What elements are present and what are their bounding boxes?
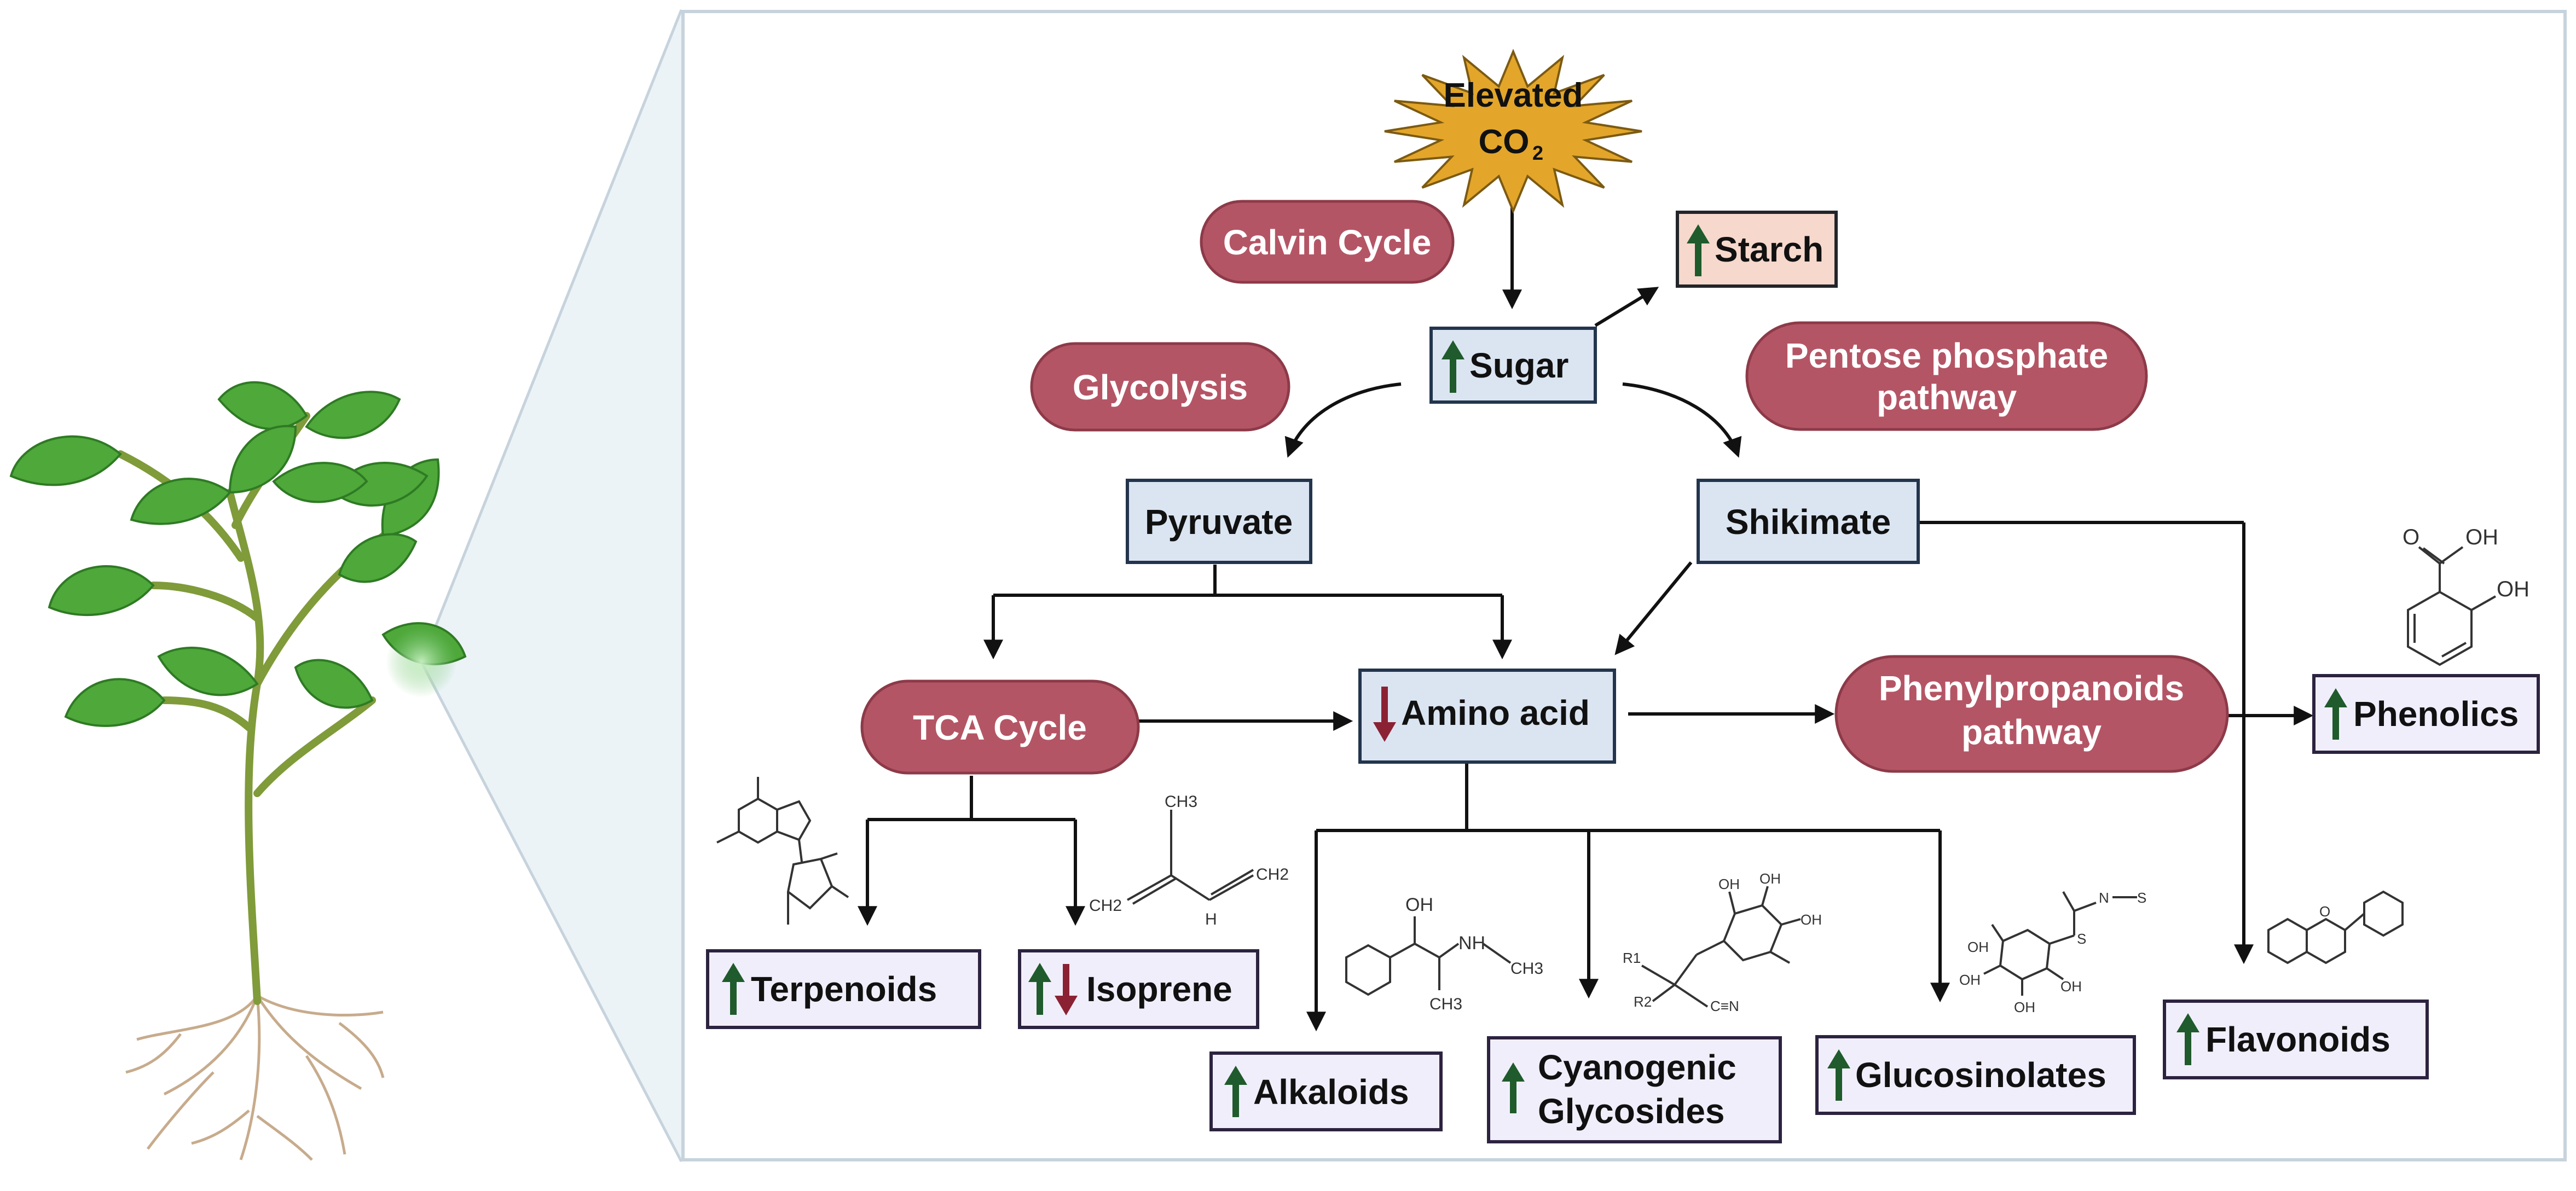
mol-label-r2: R2 bbox=[1634, 994, 1652, 1010]
mol-label-oh: OH bbox=[2497, 577, 2529, 601]
cyanogenic-label-line1: Cyanogenic bbox=[1538, 1048, 1736, 1087]
node-pyruvate: Pyruvate bbox=[1126, 479, 1312, 564]
starburst-icon bbox=[1384, 49, 1642, 214]
glycolysis-label: Glycolysis bbox=[1073, 368, 1248, 407]
mol-label-ch3: CH3 bbox=[1510, 960, 1543, 978]
tca-label: TCA Cycle bbox=[913, 708, 1087, 747]
flavonoids-label: Flavonoids bbox=[2205, 1020, 2390, 1059]
output-terpenoids: Terpenoids bbox=[706, 949, 981, 1029]
isoprene-label: Isoprene bbox=[1086, 969, 1232, 1009]
arrow-sugar-pyruvate bbox=[1284, 382, 1402, 458]
mol-label-oh: OH bbox=[2465, 525, 2498, 549]
amino-acid-label: Amino acid bbox=[1401, 693, 1590, 733]
alkaloids-label: Alkaloids bbox=[1253, 1072, 1409, 1112]
molecule-flavan: O bbox=[2267, 890, 2404, 965]
arrow-sugar-starch bbox=[1594, 287, 1659, 327]
zoom-focus bbox=[386, 626, 457, 698]
mol-label-s: S bbox=[2077, 931, 2086, 947]
down-arrow-icon bbox=[1055, 964, 1078, 1015]
molecule-isoprene: CH3 CH2 CH2 H bbox=[1089, 793, 1289, 928]
node-starch: Starch bbox=[1676, 211, 1838, 288]
co2-label-line1: Elevated bbox=[1443, 77, 1583, 114]
diagram-panel bbox=[681, 10, 2567, 1161]
phenolics-label: Phenolics bbox=[2353, 694, 2519, 734]
mol-label-s: S bbox=[2137, 890, 2146, 906]
sugar-label: Sugar bbox=[1469, 346, 1568, 385]
pathway-phenylpropanoids: Phenylpropanoids pathway bbox=[1834, 655, 2229, 773]
molecule-alkaloid: OH NH CH3 CH3 bbox=[1345, 894, 1543, 1013]
cyanogenic-label-line2: Glycosides bbox=[1538, 1091, 1725, 1131]
elevated-co2-node: Elevated CO 2 bbox=[1384, 49, 1642, 214]
output-glucosinolates: Glucosinolates bbox=[1815, 1035, 2136, 1115]
up-arrow-icon bbox=[1028, 963, 1051, 1015]
co2-subscript: 2 bbox=[1532, 142, 1543, 164]
mol-label-ch3: CH3 bbox=[1165, 793, 1197, 811]
pathway-tca: TCA Cycle bbox=[860, 679, 1140, 775]
output-phenolics: Phenolics bbox=[2312, 674, 2540, 754]
arrow-sugar-shikimate bbox=[1622, 382, 1742, 458]
mol-label-ch2: CH2 bbox=[1089, 897, 1122, 915]
output-alkaloids: Alkaloids bbox=[1209, 1051, 1443, 1131]
mol-label-h: H bbox=[1205, 910, 1217, 928]
up-arrow-icon bbox=[1502, 1062, 1525, 1113]
plant-icon bbox=[9, 9, 683, 1163]
mol-label-oh: OH bbox=[1801, 911, 1822, 928]
mol-label-oh: OH bbox=[1967, 939, 1989, 955]
mol-label-oh: OH bbox=[1405, 894, 1433, 915]
mol-label-o: O bbox=[2403, 525, 2419, 549]
mol-label-ch3: CH3 bbox=[1429, 995, 1462, 1013]
mol-label-oh: OH bbox=[1718, 876, 1740, 892]
leaves bbox=[9, 381, 467, 727]
calvin-label: Calvin Cycle bbox=[1223, 223, 1432, 262]
mol-label-oh: OH bbox=[1759, 870, 1781, 887]
roots bbox=[125, 994, 385, 1161]
pathway-pentose-phosphate: Pentose phosphate pathway bbox=[1745, 321, 2148, 431]
molecule-cyanogenic-glycoside: R1 R2 C≡N OH OH OH bbox=[1623, 870, 1822, 1014]
phenylpropanoids-label-line2: pathway bbox=[1961, 712, 2102, 752]
pathway-glycolysis: Glycolysis bbox=[1030, 342, 1290, 432]
mol-label-oh: OH bbox=[2014, 999, 2035, 1015]
output-isoprene: Isoprene bbox=[1018, 949, 1259, 1029]
up-arrow-icon bbox=[1442, 340, 1464, 393]
up-arrow-icon bbox=[2324, 688, 2347, 740]
molecule-nucleoside bbox=[716, 777, 849, 925]
up-arrow-icon bbox=[1224, 1066, 1247, 1117]
up-arrow-icon bbox=[2176, 1013, 2199, 1065]
pentose-label-line2: pathway bbox=[1877, 377, 2017, 417]
mol-label-nh: NH bbox=[1458, 933, 1485, 954]
starch-label: Starch bbox=[1715, 230, 1824, 269]
shikimate-label: Shikimate bbox=[1726, 502, 1891, 542]
pathway-calvin: Calvin Cycle bbox=[1200, 200, 1455, 284]
mol-label-n: N bbox=[2099, 890, 2109, 906]
arrow-shikimate-amino bbox=[1614, 561, 1693, 655]
co2-label-line2: CO bbox=[1479, 123, 1530, 161]
output-flavonoids: Flavonoids bbox=[2163, 1000, 2429, 1079]
mol-label-o: O bbox=[2319, 903, 2330, 920]
molecule-glucosinolate: OH OH OH OH S N S bbox=[1959, 890, 2146, 1015]
up-arrow-icon bbox=[1827, 1049, 1850, 1101]
glucosinolates-label: Glucosinolates bbox=[1855, 1055, 2106, 1095]
pyruvate-label: Pyruvate bbox=[1145, 502, 1293, 542]
up-arrow-icon bbox=[1687, 224, 1710, 276]
mol-label-ch2: CH2 bbox=[1256, 865, 1289, 884]
mol-label-oh: OH bbox=[1959, 972, 1981, 988]
terpenoids-label: Terpenoids bbox=[751, 969, 937, 1009]
zoom-wedge bbox=[421, 10, 681, 1161]
pentose-label-line1: Pentose phosphate bbox=[1785, 336, 2108, 375]
node-shikimate: Shikimate bbox=[1697, 479, 1920, 564]
mol-label-r1: R1 bbox=[1623, 950, 1641, 966]
node-sugar: Sugar bbox=[1429, 327, 1597, 404]
up-arrow-icon bbox=[722, 963, 745, 1015]
molecule-salicylic-acid: O OH OH bbox=[2403, 525, 2529, 666]
node-amino-acid: Amino acid bbox=[1358, 669, 1616, 764]
mol-label-oh: OH bbox=[2060, 978, 2082, 995]
phenylpropanoids-label-line1: Phenylpropanoids bbox=[1879, 669, 2184, 708]
mol-label-cn: C≡N bbox=[1710, 998, 1739, 1014]
down-arrow-icon bbox=[1373, 687, 1396, 742]
connectors bbox=[858, 202, 2314, 1032]
output-cyanogenic-glycosides: Cyanogenic Glycosides bbox=[1487, 1036, 1782, 1143]
